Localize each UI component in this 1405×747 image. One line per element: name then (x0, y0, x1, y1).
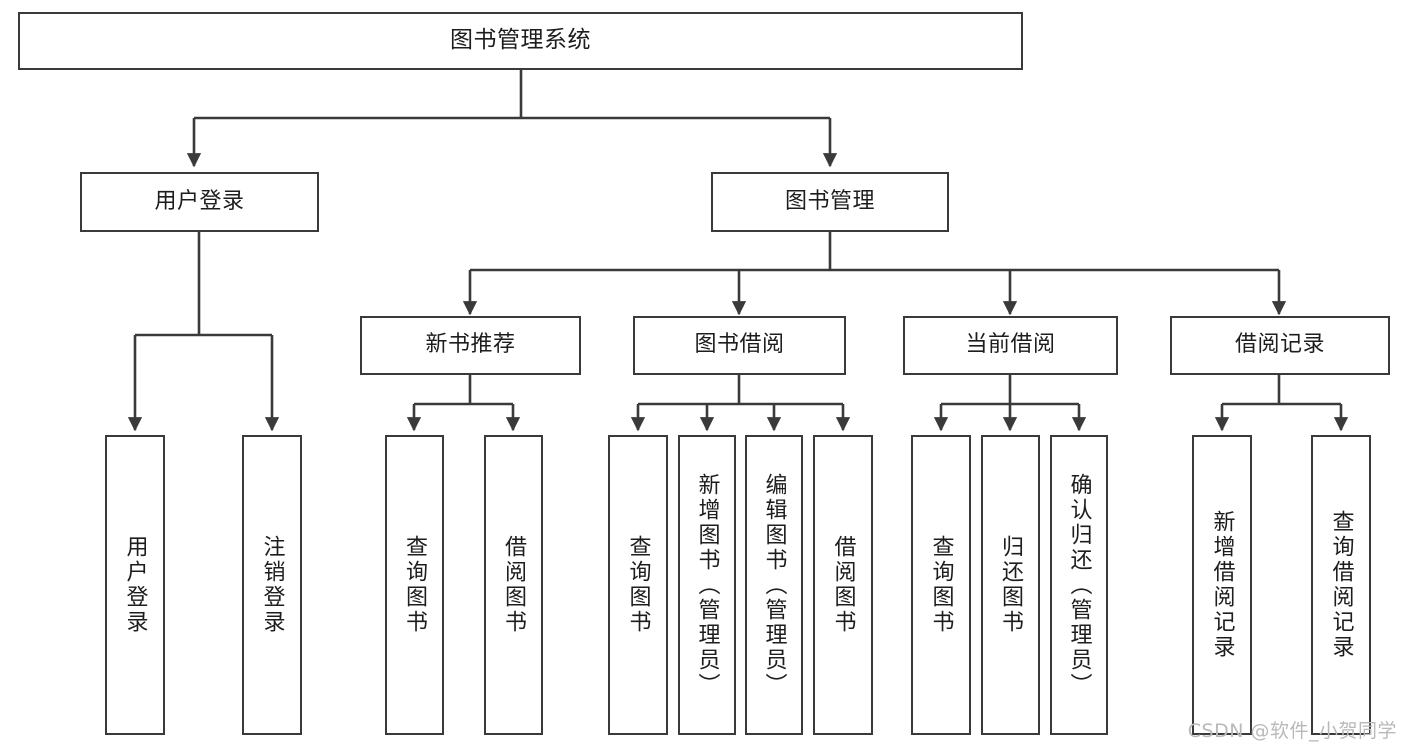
node-leaf-logout[interactable]: 注销登录 (242, 435, 302, 735)
node-leaf-current-query-book[interactable]: 查询图书 (911, 435, 971, 735)
node-current-borrow[interactable]: 当前借阅 (903, 316, 1118, 375)
node-leaf-recommend-query-book-label: 查询图书 (402, 535, 428, 635)
node-new-book-recommend-label: 新书推荐 (425, 332, 516, 358)
node-leaf-borrow-borrow-book[interactable]: 借阅图书 (813, 435, 873, 735)
csdn-watermark: CSDN @软件_小贺同学 (1187, 720, 1397, 742)
node-leaf-borrow-query-book[interactable]: 查询图书 (608, 435, 668, 735)
node-leaf-user-login[interactable]: 用户登录 (105, 435, 165, 735)
node-leaf-record-add[interactable]: 新增借阅记录 (1192, 435, 1252, 735)
node-leaf-logout-label: 注销登录 (259, 535, 285, 635)
node-leaf-recommend-query-book[interactable]: 查询图书 (385, 435, 444, 735)
node-current-borrow-label: 当前借阅 (965, 332, 1056, 358)
node-leaf-borrow-query-book-label: 查询图书 (625, 535, 651, 635)
node-leaf-recommend-borrow-book[interactable]: 借阅图书 (484, 435, 543, 735)
node-book-borrow-label: 图书借阅 (694, 332, 785, 358)
node-root-label: 图书管理系统 (450, 27, 591, 54)
node-borrow-record-label: 借阅记录 (1234, 332, 1325, 358)
node-new-book-recommend[interactable]: 新书推荐 (360, 316, 581, 375)
node-leaf-recommend-borrow-book-label: 借阅图书 (501, 535, 527, 635)
node-leaf-current-return-book[interactable]: 归还图书 (981, 435, 1040, 735)
node-leaf-record-query-label: 查询借阅记录 (1328, 510, 1354, 660)
node-leaf-user-login-label: 用户登录 (122, 535, 148, 635)
node-leaf-borrow-borrow-book-label: 借阅图书 (830, 535, 856, 635)
node-leaf-current-return-book-label: 归还图书 (998, 535, 1024, 635)
node-leaf-borrow-add-book-label: 新增图书（管理员） (694, 472, 720, 698)
node-leaf-borrow-edit-book-label: 编辑图书（管理员） (761, 472, 787, 698)
node-leaf-current-confirm-return-label: 确认归还（管理员） (1066, 472, 1092, 698)
node-leaf-current-confirm-return[interactable]: 确认归还（管理员） (1050, 435, 1108, 735)
node-root[interactable]: 图书管理系统 (18, 12, 1023, 70)
node-borrow-record[interactable]: 借阅记录 (1170, 316, 1390, 375)
node-user-login[interactable]: 用户登录 (80, 172, 319, 232)
node-leaf-borrow-edit-book[interactable]: 编辑图书（管理员） (745, 435, 803, 735)
node-book-manage-label: 图书管理 (784, 188, 875, 214)
node-book-borrow[interactable]: 图书借阅 (633, 316, 846, 375)
node-book-manage[interactable]: 图书管理 (711, 172, 949, 232)
node-user-login-label: 用户登录 (154, 188, 245, 214)
node-leaf-record-add-label: 新增借阅记录 (1209, 510, 1235, 660)
node-leaf-current-query-book-label: 查询图书 (928, 535, 954, 635)
node-leaf-borrow-add-book[interactable]: 新增图书（管理员） (678, 435, 736, 735)
node-leaf-record-query[interactable]: 查询借阅记录 (1311, 435, 1371, 735)
